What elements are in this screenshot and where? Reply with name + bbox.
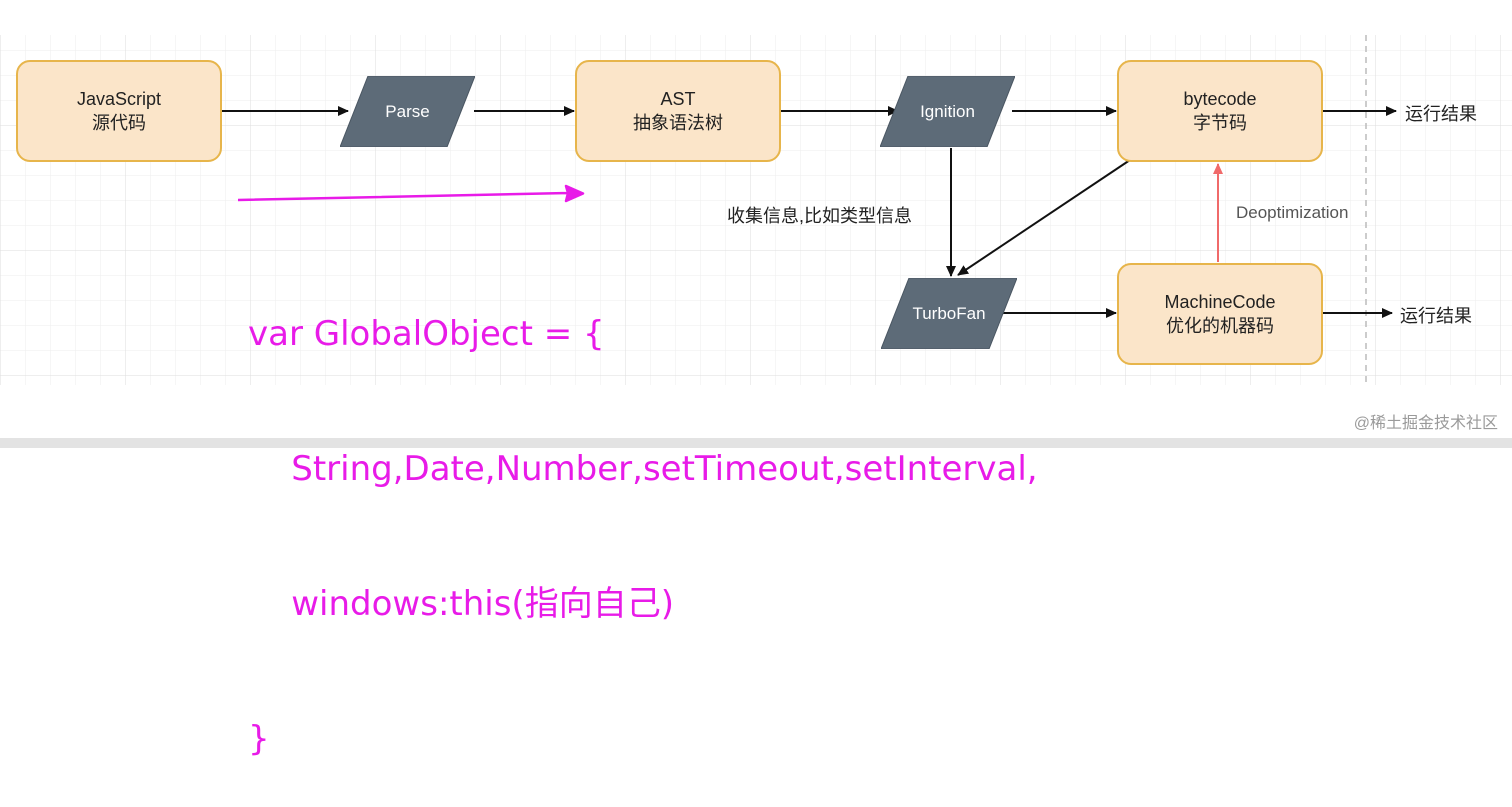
watermark: @稀土掘金技术社区 (1353, 415, 1498, 432)
collect-info-label: 收集信息,比如类型信息 (727, 206, 912, 226)
ast-subtitle: 抽象语法树 (633, 113, 723, 133)
js-source-subtitle: 源代码 (92, 113, 146, 133)
bytecode-title: bytecode (1183, 89, 1257, 109)
magenta-arrow (237, 184, 585, 203)
bottom-bar (0, 438, 1512, 448)
parse-node: Parse (340, 76, 475, 147)
ignition-label: Ignition (920, 101, 975, 121)
arrow-bytecode-to-turbofan (957, 159, 1131, 276)
code-line-2: String,Date,Number,setTimeout,setInterva… (248, 449, 1038, 489)
ast-box: AST 抽象语法树 (575, 60, 781, 162)
turbofan-label: TurboFan (912, 303, 986, 323)
code-line-1: var GlobalObject = { (248, 314, 605, 354)
global-object-annotation: var GlobalObject = { String,Date,Number,… (248, 222, 1038, 807)
ast-title: AST (660, 89, 696, 109)
bytecode-subtitle: 字节码 (1193, 113, 1247, 133)
bytecode-box: bytecode 字节码 (1117, 60, 1323, 162)
js-source-box: JavaScript 源代码 (16, 60, 222, 162)
turbofan-node: TurboFan (881, 278, 1017, 349)
parse-label: Parse (385, 101, 430, 121)
code-line-4: } (248, 719, 270, 759)
code-line-3: windows:this(指向自己) (248, 584, 674, 624)
js-source-title: JavaScript (76, 89, 162, 109)
ignition-node: Ignition (880, 76, 1015, 147)
machinecode-subtitle: 优化的机器码 (1166, 316, 1274, 336)
machinecode-title: MachineCode (1164, 292, 1276, 312)
result-label-bottom: 运行结果 (1400, 306, 1472, 326)
deoptimization-label: Deoptimization (1236, 203, 1349, 222)
machinecode-box: MachineCode 优化的机器码 (1117, 263, 1323, 365)
result-label-top: 运行结果 (1405, 104, 1477, 124)
